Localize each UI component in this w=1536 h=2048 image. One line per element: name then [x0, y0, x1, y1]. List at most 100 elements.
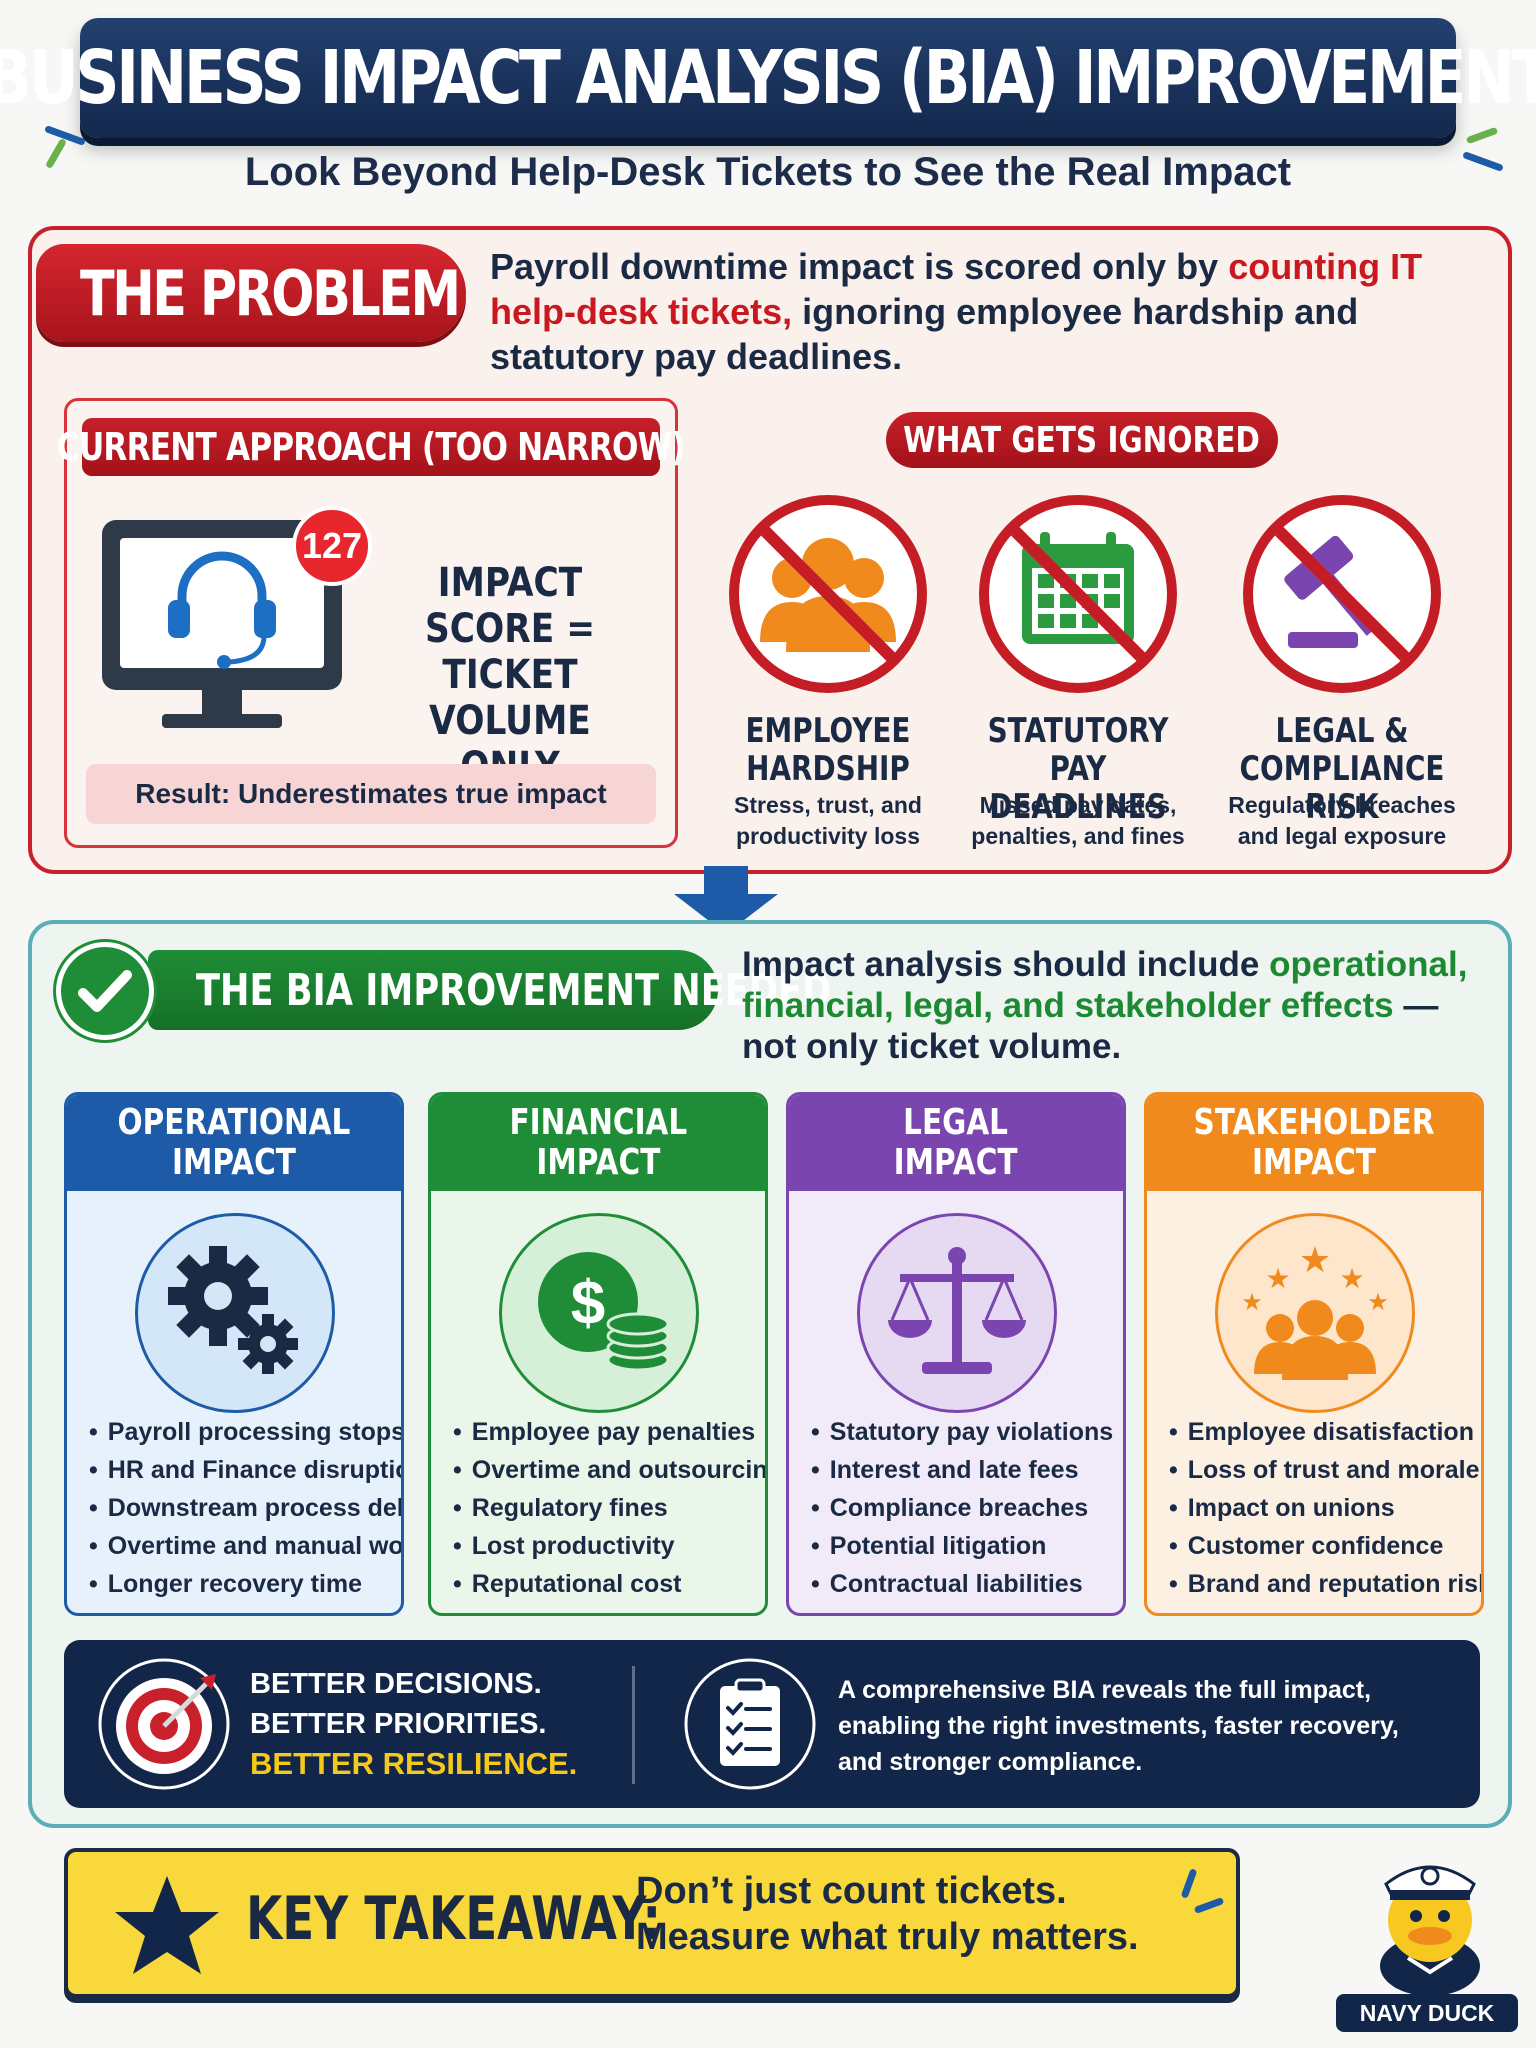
gears-icon	[135, 1213, 335, 1413]
current-approach-label: CURRENT APPROACH (TOO NARROW)	[57, 418, 686, 476]
calendar-icon	[979, 495, 1177, 693]
card-title-line: IMPACT	[536, 1142, 660, 1183]
improvement-text-highlight: operational, financial, legal, and stake…	[742, 945, 1468, 1025]
ignored-item-desc: Missed pay dates, penalties, and fines	[948, 790, 1208, 852]
improvement-badge-label: THE BIA IMPROVEMENT NEEDED	[196, 964, 832, 1016]
card-title-line: IMPACT	[894, 1142, 1018, 1183]
ignored-desc-line: and legal exposure	[1237, 823, 1447, 849]
takeaway-line: Measure what truly matters.	[636, 1916, 1139, 1958]
title-banner: BUSINESS IMPACT ANALYSIS (BIA) IMPROVEME…	[0, 18, 1536, 138]
list-item: Lost productivity	[453, 1527, 765, 1565]
check-icon	[56, 942, 154, 1040]
list-item: Longer recovery time	[89, 1565, 401, 1603]
ignored-desc-line: Stress, trust, and	[734, 792, 922, 818]
stars-people-icon: ★ ★ ★ ★ ★	[1215, 1213, 1415, 1413]
card-bullets: Employee disatisfaction Loss of trust an…	[1169, 1413, 1481, 1603]
ignored-title-line: COMPLIANCE RISK	[1239, 749, 1445, 827]
takeaway-line: Don’t just count tickets.	[636, 1870, 1067, 1912]
impact-score-line: IMPACT SCORE =	[424, 560, 596, 652]
improvement-badge: THE BIA IMPROVEMENT NEEDED	[148, 950, 831, 1030]
scales-icon	[857, 1213, 1057, 1413]
ignored-item-title: LEGAL &COMPLIANCE RISK	[1235, 712, 1448, 826]
list-item: Reputational cost	[453, 1565, 765, 1603]
problem-text-part: Payroll downtime impact is scored only b…	[490, 246, 1229, 287]
better-line: BETTER RESILIENCE.	[250, 1746, 578, 1781]
star-icon	[115, 1876, 219, 1974]
ignored-desc-line: Missed pay dates,	[979, 792, 1177, 818]
list-item: Downstream process delays	[89, 1489, 401, 1527]
result-box: Result: Underestimates true impact	[86, 764, 656, 824]
ignored-title-line: EMPLOYEE	[745, 711, 911, 751]
key-takeaway-box	[64, 1848, 1240, 1998]
list-item: Brand and reputation risk	[1169, 1565, 1481, 1603]
card-bullets: Employee pay penalties Overtime and outs…	[453, 1413, 765, 1603]
problem-statement: Payroll downtime impact is scored only b…	[490, 244, 1490, 379]
mascot-label: NAVY DUCK	[1336, 1994, 1518, 2032]
list-item: HR and Finance disruption	[89, 1451, 401, 1489]
card-title-line: OPERATIONAL	[117, 1102, 351, 1143]
spark-decoration	[1465, 126, 1499, 145]
checklist-icon	[684, 1658, 816, 1790]
summary-text: A comprehensive BIA reveals the full imp…	[838, 1672, 1458, 1780]
gavel-icon	[1243, 495, 1441, 693]
list-item: Impact on unions	[1169, 1489, 1481, 1527]
list-item: Regulatory fines	[453, 1489, 765, 1527]
summary-line: and stronger compliance.	[838, 1748, 1143, 1776]
page-title: BUSINESS IMPACT ANALYSIS (BIA) IMPROVEME…	[0, 35, 1536, 121]
divider	[632, 1666, 635, 1784]
card-title-line: STAKEHOLDER	[1193, 1102, 1435, 1143]
list-item: Employee disatisfaction	[1169, 1413, 1481, 1451]
ignored-title-line: HARDSHIP	[746, 749, 910, 789]
card-title-line: IMPACT	[172, 1142, 296, 1183]
list-item: Statutory pay violations	[811, 1413, 1113, 1451]
ignored-item-desc: Stress, trust, and productivity loss	[698, 790, 958, 852]
list-item: Overtime and manual work	[89, 1527, 401, 1565]
ignored-title-line: STATUTORY PAY	[987, 711, 1169, 789]
headset-icon	[168, 551, 276, 669]
key-takeaway-label: KEY TAKEAWAY:	[246, 1884, 662, 1954]
card-bullets: Statutory pay violations Interest and la…	[811, 1413, 1113, 1603]
card-title-line: LEGAL	[903, 1102, 1009, 1143]
target-icon	[98, 1658, 230, 1790]
ignored-item-desc: Regulatory breaches and legal exposure	[1212, 790, 1472, 852]
svg-text:★: ★	[1367, 1288, 1389, 1316]
problem-text-highlight: counting IT help-desk tickets,	[490, 246, 1423, 332]
summary-line: enabling the right investments, faster r…	[838, 1712, 1399, 1740]
svg-text:$: $	[571, 1269, 605, 1338]
list-item: Overtime and outsourcing	[453, 1451, 765, 1489]
improvement-statement: Impact analysis should include operation…	[742, 944, 1502, 1067]
summary-line: A comprehensive BIA reveals the full imp…	[838, 1676, 1372, 1704]
ignored-label: WHAT GETS IGNORED	[886, 412, 1278, 468]
better-line: BETTER DECISIONS.	[250, 1668, 542, 1700]
better-line: BETTER PRIORITIES.	[250, 1708, 547, 1740]
list-item: Customer confidence	[1169, 1527, 1481, 1565]
problem-text-part: ignoring employee hardship and statutory…	[490, 291, 1359, 377]
dollar-coins-icon: $	[499, 1213, 699, 1413]
subtitle: Look Beyond Help-Desk Tickets to See the…	[244, 150, 1292, 194]
card-bullets: Payroll processing stops HR and Finance …	[89, 1413, 401, 1603]
list-item: Payroll processing stops	[89, 1413, 401, 1451]
svg-text:★: ★	[1265, 1262, 1290, 1295]
ignored-title: WHAT GETS IGNORED	[903, 419, 1261, 461]
problem-badge-label: THE PROBLEM	[80, 256, 461, 330]
ignored-desc-line: penalties, and fines	[971, 823, 1185, 849]
better-statements: BETTER DECISIONS. BETTER PRIORITIES. BET…	[250, 1664, 577, 1784]
list-item: Contractual liabilities	[811, 1565, 1113, 1603]
list-item: Employee pay penalties	[453, 1413, 765, 1451]
ignored-desc-line: productivity loss	[735, 823, 921, 849]
duck-mascot-icon	[1380, 1865, 1480, 1996]
current-approach-title: CURRENT APPROACH (TOO NARROW)	[57, 425, 686, 469]
list-item: Potential litigation	[811, 1527, 1113, 1565]
down-arrow-icon	[674, 866, 778, 934]
people-icon	[729, 495, 927, 693]
ignored-desc-line: Regulatory breaches	[1228, 792, 1456, 818]
